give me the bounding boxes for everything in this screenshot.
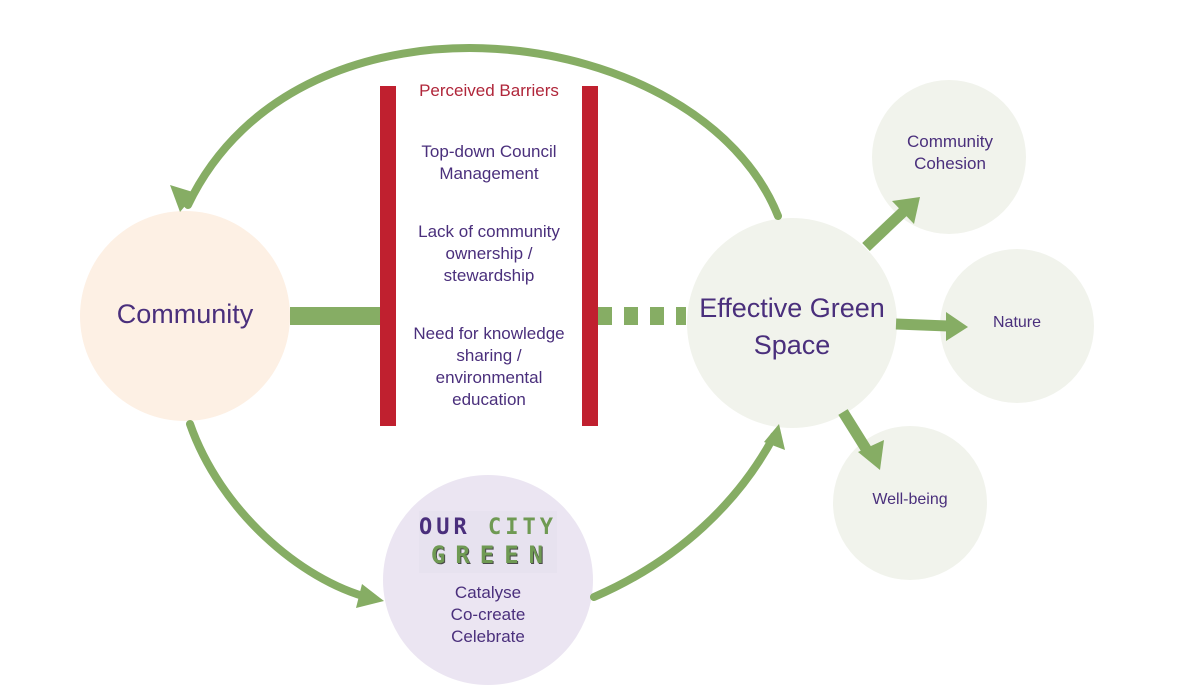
barrier-bar-left	[380, 86, 396, 426]
to-cohesion-arrowhead	[892, 197, 920, 224]
outcome-circle-nature	[940, 249, 1094, 403]
community-label: Community	[116, 299, 254, 329]
to-nature-arrowhead	[946, 312, 968, 341]
outcome-circle-cohesion	[872, 80, 1026, 234]
outcome-label-cohesion: Community Cohesion	[907, 132, 993, 174]
dash-3	[650, 307, 664, 325]
community-to-ocg-arrow	[186, 420, 374, 602]
our-city-green-logo: OUR CITY GREEN	[419, 511, 557, 573]
barrier-item-3: Need for knowledge sharing / environment…	[413, 324, 565, 410]
top-arc-arrow	[184, 44, 782, 220]
outcome-label-nature: Nature	[992, 314, 1042, 331]
dash-1	[598, 307, 612, 325]
to-nature-arrow	[895, 318, 949, 332]
barrier-item-2: Lack of community ownership / stewardshi…	[418, 222, 560, 286]
dash-2	[624, 307, 638, 325]
ocg-action-catalyse: Catalyse	[454, 583, 522, 602]
to-wellbeing-arrowhead	[858, 440, 884, 470]
ocg-action-celebrate: Celebrate	[451, 627, 525, 646]
ocg-to-green-arrow	[590, 432, 778, 601]
top-arc-arrowhead	[170, 185, 196, 212]
barrier-bar-right	[582, 86, 598, 426]
green-space-circle	[687, 218, 897, 428]
ocg-circle	[383, 475, 593, 685]
barrier-item-1: Top-down Council Management	[421, 142, 557, 184]
outcome-label-wellbeing: Well-being	[872, 491, 948, 508]
community-barrier-connector	[290, 307, 382, 325]
green-space-label: Effective Green Space	[699, 293, 885, 360]
community-to-ocg-arrowhead	[356, 584, 384, 608]
outcome-circle-wellbeing	[833, 426, 987, 580]
ocg-to-green-arrowhead	[764, 424, 785, 450]
community-circle	[80, 211, 290, 421]
barriers-title: Perceived Barriers	[419, 81, 559, 100]
to-wellbeing-arrow	[838, 409, 873, 455]
dash-4	[676, 307, 686, 325]
to-cohesion-arrow	[862, 207, 908, 251]
ocg-action-cocreate: Co-create	[450, 605, 526, 624]
